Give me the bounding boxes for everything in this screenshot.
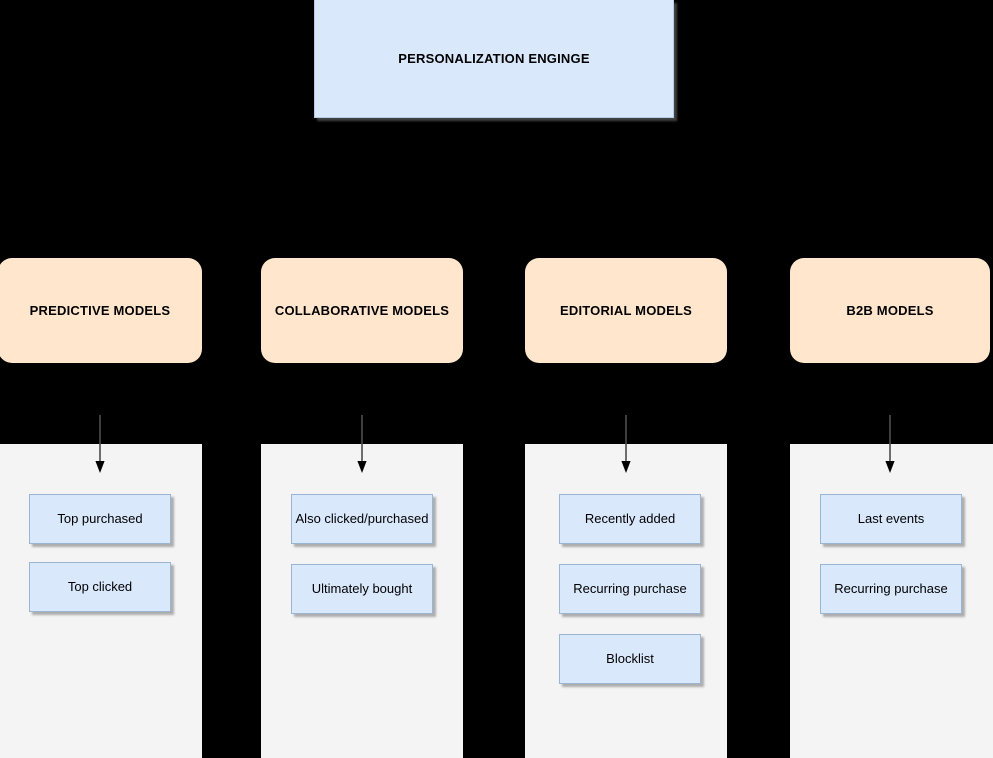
arrow-collaborative [355, 415, 369, 475]
item-box-top-purchased[interactable]: Top purchased [29, 494, 171, 544]
item-label-also-clicked-purchased: Also clicked/purchased [295, 511, 429, 526]
item-label-ultimately-bought: Ultimately bought [311, 581, 413, 596]
model-label-editorial: EDITORIAL MODELS [559, 303, 692, 318]
item-label-top-purchased: Top purchased [57, 511, 143, 526]
arrow-editorial [619, 415, 633, 475]
model-label-collaborative: COLLABORATIVE MODELS [274, 303, 450, 318]
item-box-recurring-purchase-b2b[interactable]: Recurring purchase [820, 564, 962, 614]
model-box-editorial[interactable]: EDITORIAL MODELS [525, 258, 727, 363]
item-box-recently-added[interactable]: Recently added [559, 494, 701, 544]
model-box-b2b[interactable]: B2B MODELS [790, 258, 990, 363]
item-label-recurring-purchase-editorial: Recurring purchase [573, 581, 687, 596]
arrow-b2b [883, 415, 897, 475]
model-box-collaborative[interactable]: COLLABORATIVE MODELS [261, 258, 463, 363]
model-box-predictive[interactable]: PREDICTIVE MODELS [0, 258, 202, 363]
item-box-recurring-purchase-editorial[interactable]: Recurring purchase [559, 564, 701, 614]
item-label-top-clicked: Top clicked [67, 579, 133, 594]
model-label-b2b: B2B MODELS [846, 303, 934, 318]
item-box-top-clicked[interactable]: Top clicked [29, 562, 171, 612]
item-label-recurring-purchase-b2b: Recurring purchase [834, 581, 948, 596]
model-label-predictive: PREDICTIVE MODELS [29, 303, 171, 318]
item-label-recently-added: Recently added [584, 511, 676, 526]
personalization-engine-label: PERSONALIZATION ENGINGE [398, 51, 590, 66]
item-label-last-events: Last events [857, 511, 925, 526]
item-label-blocklist: Blocklist [606, 651, 654, 666]
item-box-blocklist[interactable]: Blocklist [559, 634, 701, 684]
item-box-ultimately-bought[interactable]: Ultimately bought [291, 564, 433, 614]
personalization-engine-box[interactable]: PERSONALIZATION ENGINGE [314, 0, 674, 118]
item-box-also-clicked-purchased[interactable]: Also clicked/purchased [291, 494, 433, 544]
item-box-last-events[interactable]: Last events [820, 494, 962, 544]
arrow-predictive [93, 415, 107, 475]
